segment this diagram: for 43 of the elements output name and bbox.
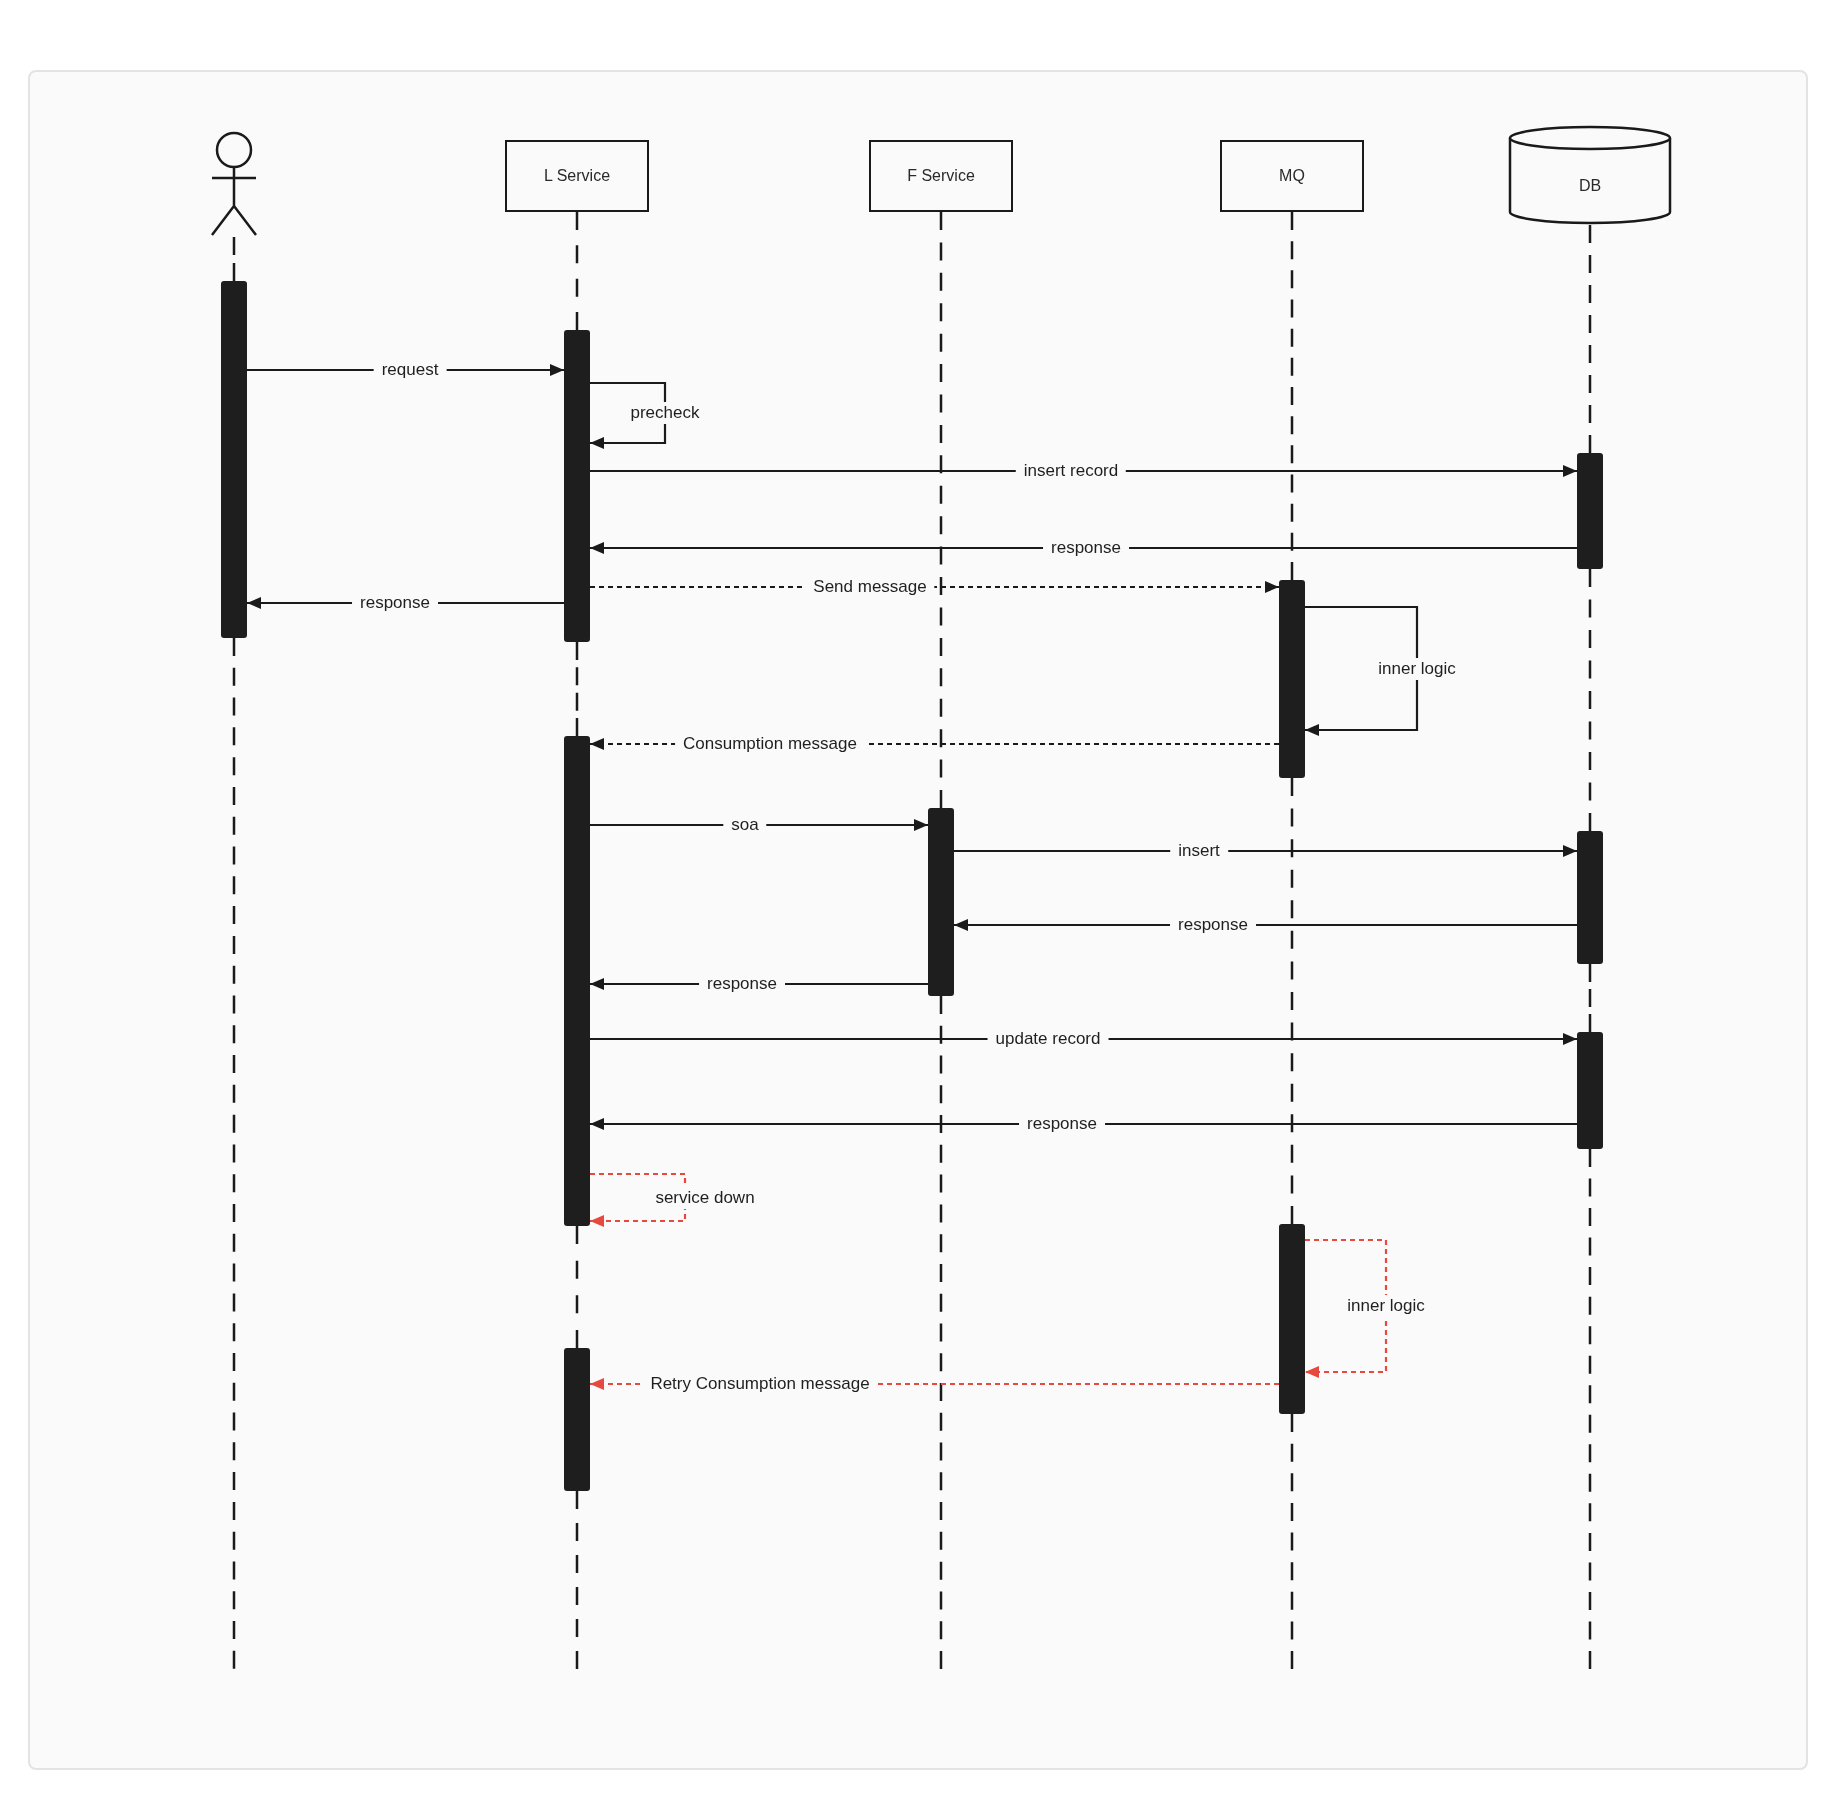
lifeline (1588, 569, 1592, 831)
participant-box (1220, 140, 1364, 212)
lifeline (1588, 1149, 1592, 1669)
participant-box (869, 140, 1013, 212)
activation-bar (564, 736, 590, 1226)
lifeline (1588, 225, 1592, 453)
participant-name: DB (1578, 176, 1602, 196)
activation-bar (1279, 1224, 1305, 1414)
message-arrow (590, 465, 1577, 477)
self-message-arrow (1305, 1238, 1388, 1378)
message-arrow (590, 1118, 1577, 1130)
message-arrow (590, 819, 928, 831)
message-arrow (590, 542, 1577, 554)
activation-bar (1279, 580, 1305, 778)
lifeline (575, 212, 579, 330)
self-message-arrow (590, 1172, 687, 1227)
activation-bar (1577, 831, 1603, 964)
participant-box (505, 140, 649, 212)
lifeline (1290, 778, 1294, 1224)
activation-bar (564, 1348, 590, 1491)
activation-bar (1577, 453, 1603, 569)
activation-bar (564, 330, 590, 642)
lifeline (232, 638, 236, 1669)
lifeline (939, 996, 943, 1669)
activation-bar (928, 808, 954, 996)
message-arrow (954, 845, 1577, 857)
lifeline (575, 642, 579, 736)
database-cylinder (1508, 125, 1672, 225)
self-message-arrow (590, 381, 667, 449)
activation-bar (1577, 1032, 1603, 1149)
participant-name: L Service (543, 166, 611, 186)
lifeline (1588, 964, 1592, 1032)
stick-figure-icon (208, 131, 260, 237)
lifeline (939, 212, 943, 808)
participant-name: MQ (1279, 166, 1305, 186)
lifeline (1290, 212, 1294, 580)
participant-name: F Service (907, 166, 975, 186)
lifeline (575, 1226, 579, 1348)
lifeline (1290, 1414, 1294, 1669)
self-message-arrow (1305, 605, 1419, 736)
lifeline (575, 1491, 579, 1669)
lifeline (232, 237, 236, 281)
activation-bar (221, 281, 247, 638)
